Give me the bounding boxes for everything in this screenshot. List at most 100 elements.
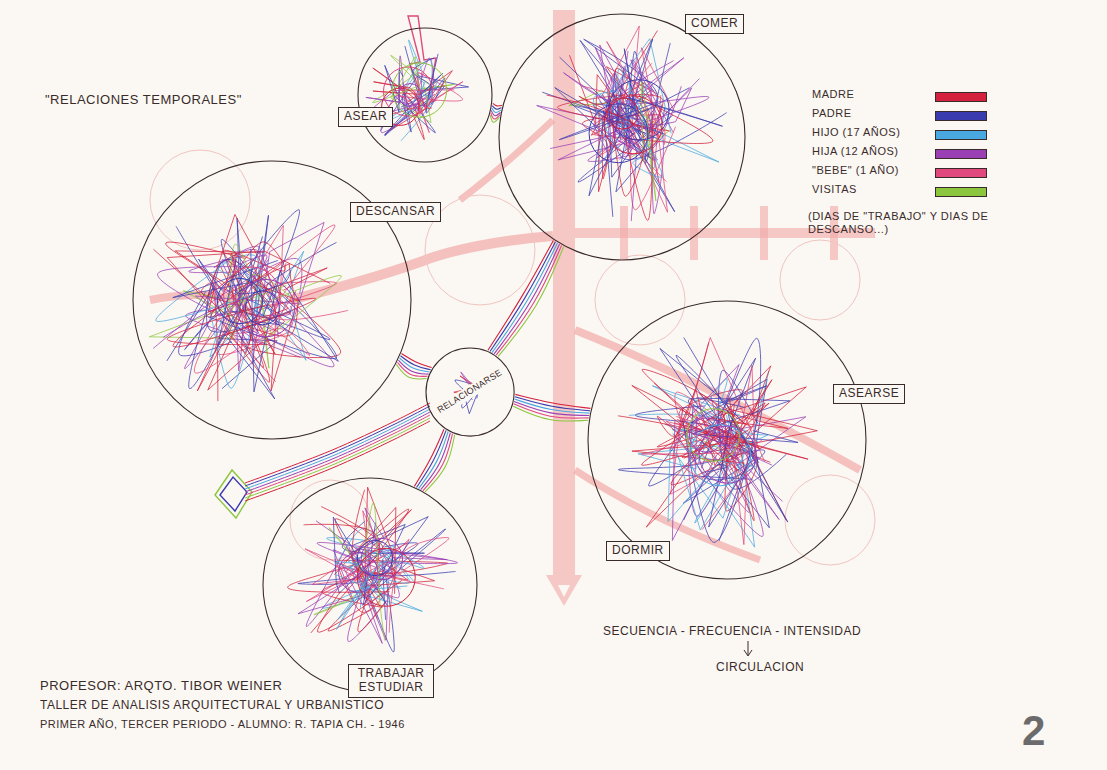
- activity-trace: [728, 413, 788, 523]
- edge-trace: [494, 244, 559, 354]
- activity-trace: [153, 249, 239, 391]
- activity-trace: [646, 409, 817, 527]
- activity-zone: TRABAJAR ESTUDIAR: [262, 477, 478, 693]
- activity-trace: [542, 92, 665, 192]
- activity-trace: [641, 82, 656, 201]
- diagram-title: "RELACIONES TEMPORALES": [45, 92, 242, 108]
- activity-loop: [357, 548, 415, 606]
- edge-trace: [498, 247, 563, 357]
- activity-loop: [399, 84, 422, 107]
- edge-trace: [398, 360, 428, 374]
- activity-trace: [363, 503, 384, 641]
- ghost-circles: [150, 150, 875, 565]
- spine-branch: [575, 330, 860, 470]
- zone-circle: [588, 301, 866, 579]
- annotation: CIRCULACION: [716, 660, 804, 674]
- activity-loop: [392, 63, 446, 117]
- legend-swatch: [935, 92, 987, 102]
- ghost-circle: [785, 475, 875, 565]
- activity-trace: [245, 225, 348, 320]
- edge-trace: [513, 406, 588, 421]
- activity-trace: [618, 69, 648, 137]
- edge-trace: [490, 242, 555, 352]
- edge-trace: [493, 103, 502, 106]
- zone-circle: [499, 14, 745, 260]
- zone-label-box: ASEAR: [338, 107, 393, 127]
- legend-label: HIJO (17 AÑOS): [812, 126, 900, 139]
- activity-trace: [632, 385, 761, 475]
- legend-swatch: [935, 168, 987, 178]
- activity-zone: COMER: [498, 13, 746, 261]
- edge-trace: [492, 108, 501, 112]
- annotation: TALLER DE ANALISIS ARQUITECTURAL Y URBAN…: [40, 698, 384, 712]
- edge-trace: [396, 364, 426, 379]
- activity-trace: [633, 143, 663, 177]
- activity-zone: RELACIONARSE: [425, 347, 515, 437]
- activity-loop: [609, 80, 669, 140]
- edge-trace: [492, 106, 501, 110]
- activity-loop: [604, 96, 662, 154]
- ghost-circle: [150, 150, 250, 250]
- edge-trace: [488, 240, 553, 350]
- activity-loop: [607, 98, 638, 129]
- entry-trace: [245, 421, 430, 501]
- leader-arrow: [744, 641, 752, 656]
- legend-label: MADRE: [812, 88, 854, 101]
- annotation: PRIMER AÑO, TERCER PERIODO - ALUMNO: R. …: [40, 718, 405, 731]
- spine-tooth: [760, 206, 768, 260]
- activity-loop: [687, 409, 740, 462]
- activity-trace: [683, 365, 739, 424]
- path-bundle: [396, 354, 431, 379]
- zone-outline: [262, 477, 478, 693]
- spine-branch: [460, 120, 553, 200]
- zone-label-box: COMER: [685, 14, 744, 34]
- legend-swatch: [935, 111, 987, 121]
- activity-loop: [361, 538, 402, 579]
- activity-zone: ASEARSEDORMIR: [587, 300, 867, 580]
- activity-trace: [546, 87, 644, 196]
- legend-swatch: [935, 130, 987, 140]
- annotation: SECUENCIA - FRECUENCIA - INTENSIDAD: [603, 624, 861, 638]
- zone-circle: [358, 28, 492, 162]
- legend-swatch: [935, 149, 987, 159]
- activity-trace: [414, 79, 438, 100]
- activity-trace: [245, 297, 298, 336]
- entry-trace: [245, 409, 430, 489]
- activity-loop: [217, 278, 262, 323]
- annotation: (DIAS DE "TRABAJO" Y DIAS DE DESCANSO...…: [808, 210, 993, 236]
- activity-zone: DESCANSAR: [132, 160, 412, 440]
- activity-trace: [550, 88, 691, 159]
- entry-trace: [245, 412, 430, 492]
- legend-label: VISITAS: [812, 183, 857, 196]
- entry-trace: [245, 406, 430, 486]
- zone-outline: [587, 300, 867, 580]
- legend-label: PADRE: [812, 107, 852, 120]
- entry-trace: [245, 403, 430, 483]
- ghost-circle: [425, 195, 535, 305]
- activity-loop: [237, 279, 294, 336]
- spine-tooth: [620, 206, 628, 260]
- legend-label: "BEBE" (1 AÑO): [812, 164, 899, 177]
- edge-trace: [425, 435, 455, 492]
- edge-trace: [419, 431, 449, 488]
- activity-trace: [167, 251, 330, 304]
- activity-trace: [337, 553, 424, 629]
- edge-trace: [414, 429, 444, 486]
- activity-trace: [461, 372, 471, 384]
- activity-trace: [365, 487, 396, 567]
- activity-trace: [563, 73, 708, 134]
- path-bundle: [414, 429, 454, 492]
- zone-label-box: ASEARSE: [833, 384, 905, 404]
- edge-trace: [423, 434, 453, 491]
- legend-swatch: [935, 187, 987, 197]
- zone-circle: [263, 478, 477, 692]
- annotation: PROFESOR: ARQTO. TIBOR WEINER: [40, 678, 282, 694]
- edge-trace: [492, 243, 557, 353]
- activity-loop: [699, 426, 756, 483]
- entry-trace: [245, 418, 430, 498]
- activity-trace: [236, 210, 300, 317]
- ghost-circle: [780, 240, 860, 320]
- activity-trace: [167, 288, 275, 399]
- page-number: 2: [1022, 706, 1046, 756]
